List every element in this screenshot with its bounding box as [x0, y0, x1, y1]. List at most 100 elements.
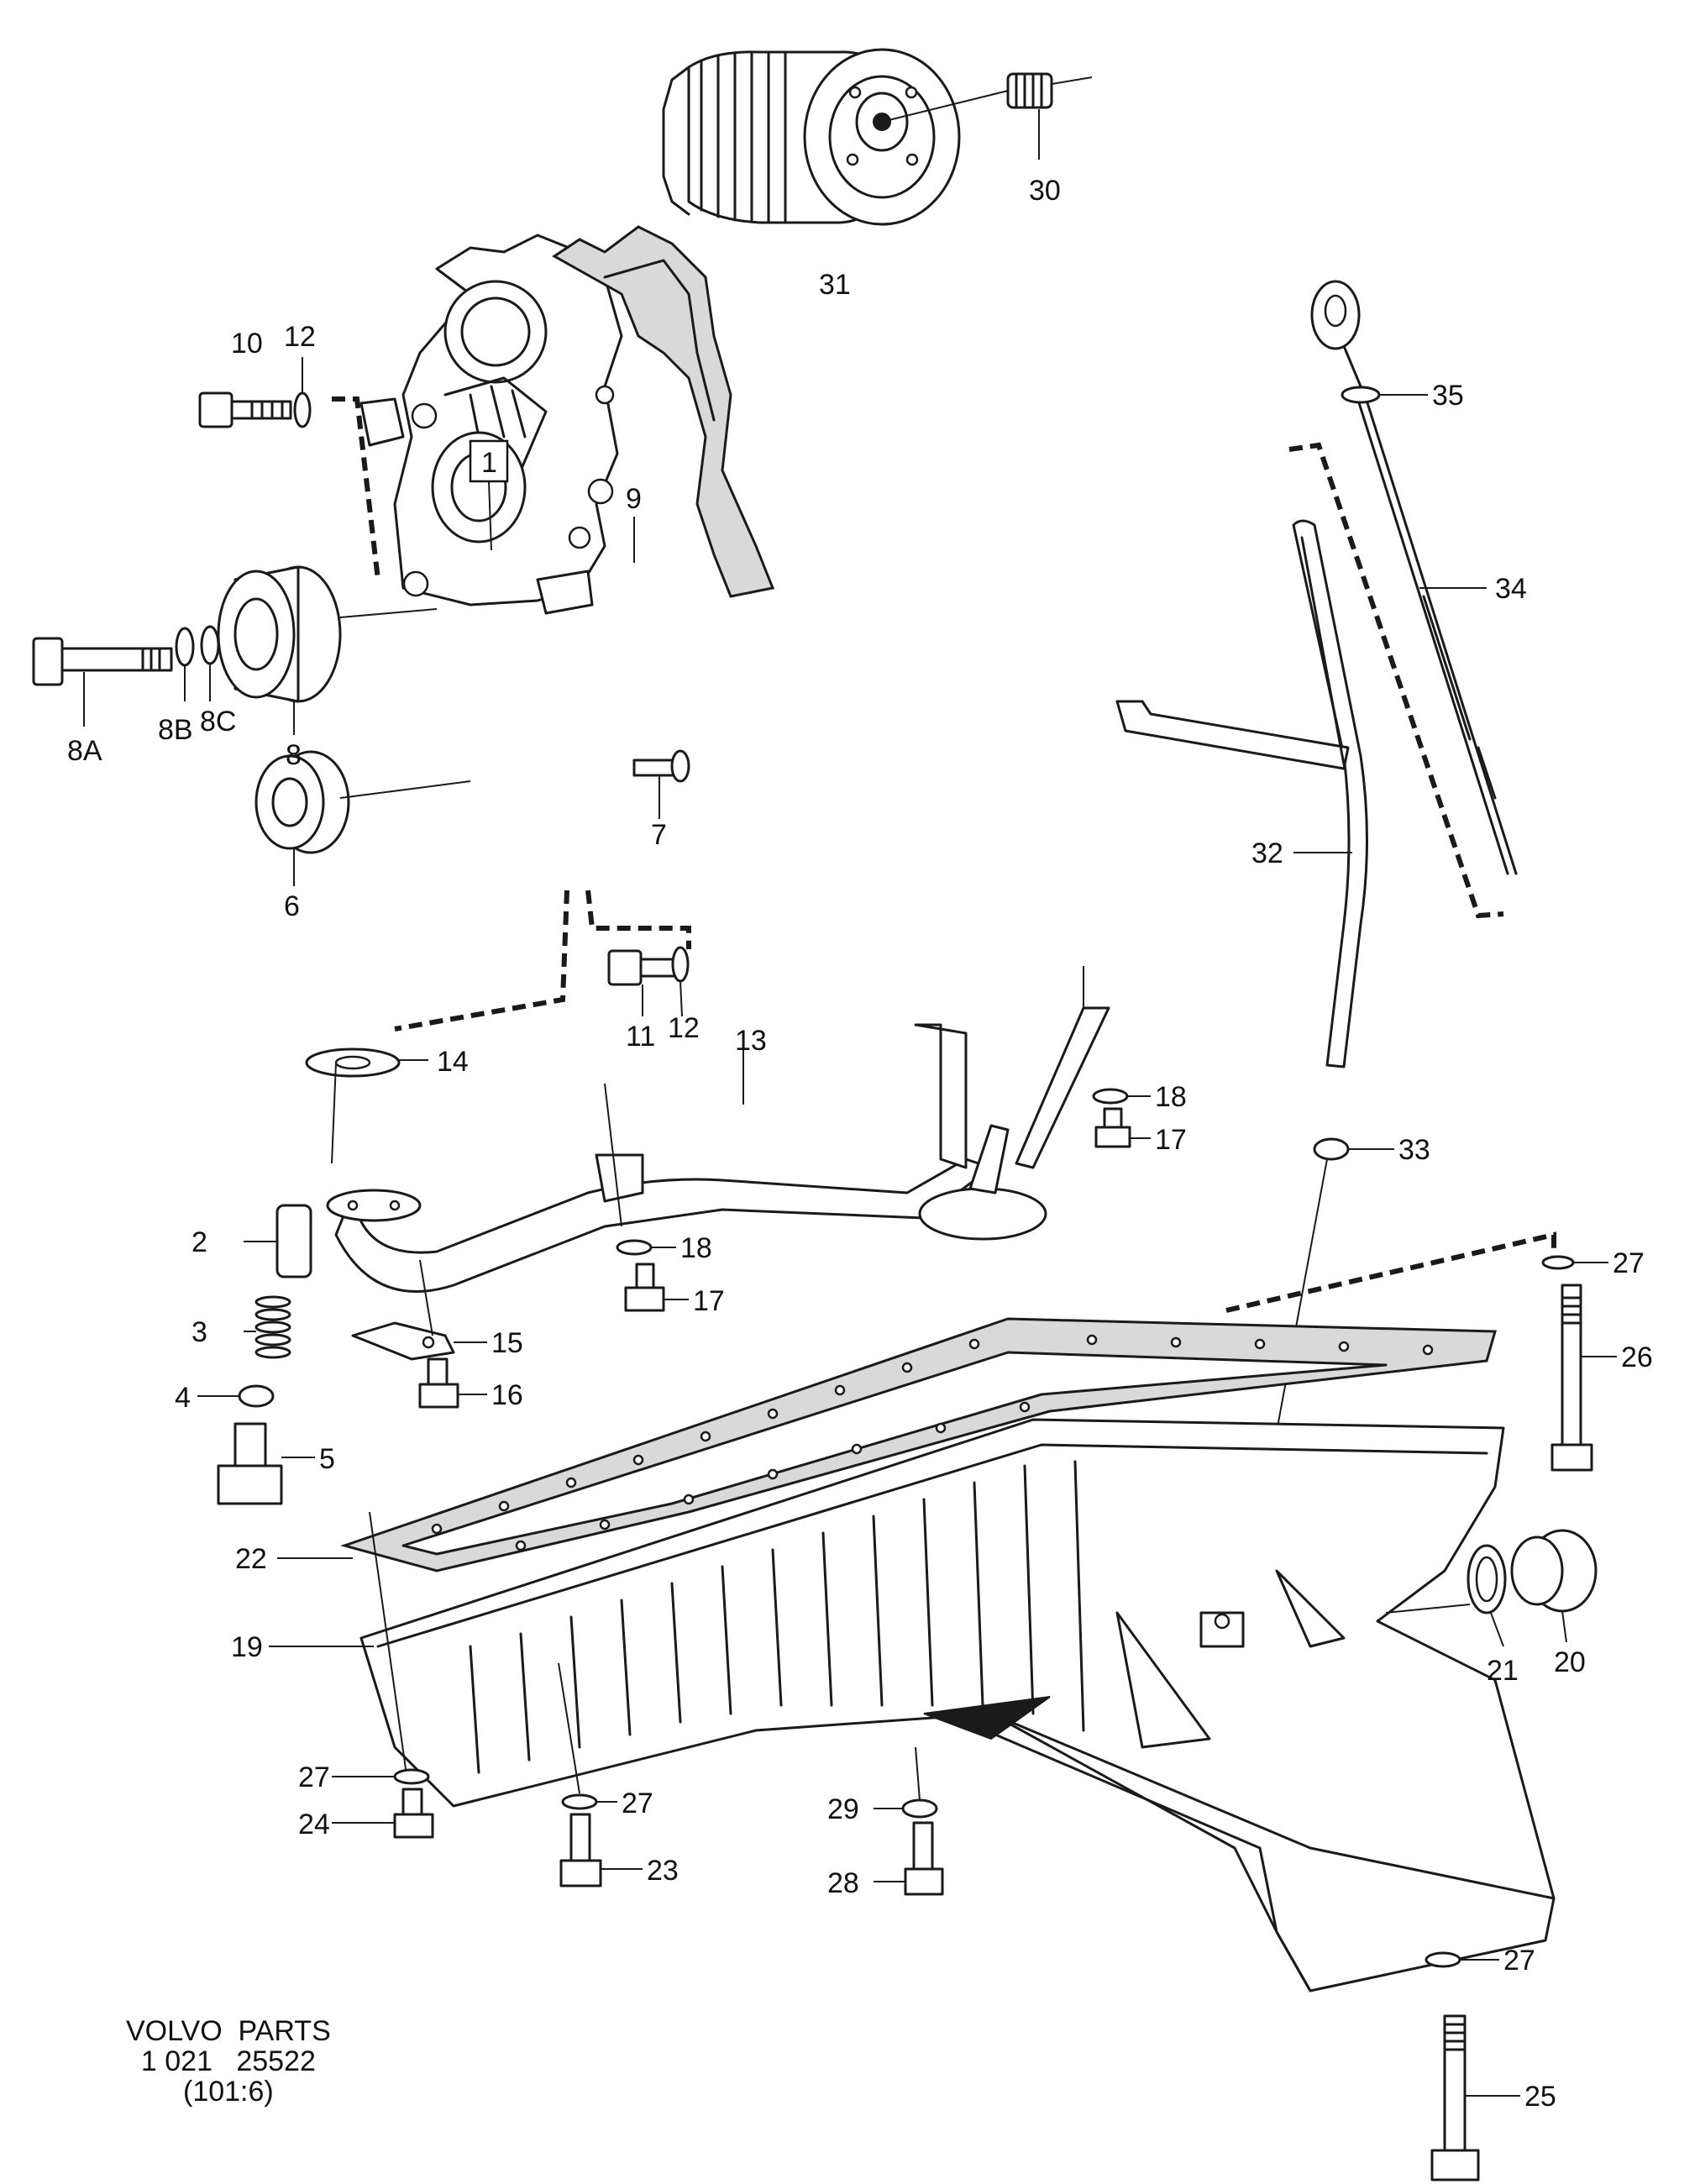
leader-bolt-23 — [558, 1662, 580, 1794]
callout-9: 9 — [626, 483, 642, 515]
bolt-part-28 — [874, 1821, 944, 1896]
callout-12-top: 12 — [284, 321, 316, 353]
oil-pan-gasket-part-22 — [277, 1317, 1497, 1572]
callout-18-left: 18 — [680, 1232, 712, 1264]
callout-28: 28 — [827, 1867, 859, 1899]
callout-8c: 8C — [200, 706, 236, 738]
callout-10: 10 — [231, 328, 263, 360]
footer-brand: VOLVO PARTS — [126, 2015, 331, 2047]
washer-part-18-right — [1092, 1088, 1151, 1105]
bolt-part-16 — [418, 1357, 487, 1409]
callout-27-bottom: 27 — [1503, 1945, 1535, 1977]
bolt-part-10 — [198, 391, 292, 428]
spring-part-3 — [244, 1295, 291, 1359]
callout-27-mid: 27 — [622, 1788, 653, 1819]
callout-8: 8 — [286, 739, 302, 771]
callout-33: 33 — [1398, 1134, 1430, 1166]
leader-flange-to-tube — [419, 1259, 433, 1336]
plug-part-5 — [217, 1422, 315, 1505]
callout-25: 25 — [1524, 2081, 1556, 2113]
callout-12-lower: 12 — [668, 1012, 700, 1044]
callout-17-left: 17 — [693, 1285, 725, 1317]
callout-2: 2 — [192, 1226, 207, 1258]
callout-29: 29 — [827, 1793, 859, 1825]
washer-part-27-left — [332, 1768, 430, 1785]
callout-35: 35 — [1432, 380, 1464, 412]
o-ring-part-35 — [1341, 386, 1428, 404]
oil-pan-part-19 — [269, 1418, 1556, 1992]
washer-part-27-top-right — [1541, 1255, 1608, 1270]
footer-section-code: (101:6) — [183, 2076, 274, 2108]
dashed-assembly-line-bolt-10 — [332, 396, 380, 580]
threaded-nipple-part-30 — [881, 72, 1093, 160]
dipstick-tube-part-32 — [1115, 519, 1368, 1068]
callout-16: 16 — [491, 1379, 523, 1411]
callout-1-leader — [488, 480, 492, 551]
washer-part-27-mid — [561, 1793, 617, 1810]
callout-labels: 30 31 1 10 12 9 8A 8B 8C 8 6 7 11 12 13 … — [67, 175, 1653, 2113]
washer-part-4 — [197, 1384, 275, 1408]
washer-part-8b — [175, 627, 195, 701]
parts-catalog-reference: VOLVO PARTS 1 021 25522 (101:6) — [126, 2016, 331, 2107]
oil-pan-ribs — [469, 1460, 1085, 1774]
callout-22: 22 — [235, 1543, 267, 1575]
callout-26: 26 — [1621, 1341, 1653, 1373]
callout-23: 23 — [647, 1855, 679, 1887]
callout-6: 6 — [284, 890, 300, 922]
callout-24: 24 — [298, 1809, 330, 1840]
bolt-part-25 — [1430, 2014, 1520, 2181]
callout-5: 5 — [319, 1443, 335, 1475]
dashed-assembly-line-pan-bolts — [1225, 1231, 1556, 1313]
drain-plug-part-20 — [1510, 1529, 1598, 1643]
bearing-part-8 — [217, 565, 438, 735]
callout-14: 14 — [437, 1046, 469, 1078]
callout-27-top-right: 27 — [1613, 1247, 1645, 1279]
dashed-assembly-line-bolt-11 — [585, 890, 691, 949]
callout-17-right: 17 — [1155, 1124, 1187, 1156]
gasket-part-14 — [305, 1047, 428, 1078]
washer-part-21 — [1385, 1544, 1507, 1647]
flange-part-15 — [351, 1321, 487, 1361]
callout-11: 11 — [626, 1021, 655, 1053]
leader-to-part-2 — [331, 1062, 337, 1164]
callout-18-right: 18 — [1155, 1081, 1187, 1113]
o-ring-part-33 — [1313, 1137, 1394, 1161]
bolt-part-23 — [559, 1813, 643, 1887]
callout-7: 7 — [651, 819, 667, 851]
callout-27-left: 27 — [298, 1761, 330, 1793]
washer-part-27-bottom — [1425, 1951, 1499, 1968]
oil-pickup-tube-part-13 — [326, 966, 1110, 1293]
screw-part-7 — [632, 749, 690, 819]
callout-20: 20 — [1554, 1646, 1586, 1678]
callout-21: 21 — [1487, 1655, 1519, 1687]
callout-34: 34 — [1495, 573, 1527, 605]
bolt-part-11 — [607, 949, 676, 1016]
dashed-assembly-line-pickup — [394, 890, 569, 1032]
leader-bolt-28 — [915, 1746, 921, 1801]
callout-32: 32 — [1251, 837, 1283, 869]
footer-part-number: 1 021 25522 — [140, 2045, 316, 2077]
valve-sleeve-part-2 — [244, 1204, 312, 1278]
callout-30: 30 — [1029, 175, 1061, 207]
gasket-bolt-holes — [431, 1334, 1434, 1551]
callout-13: 13 — [735, 1025, 767, 1057]
bolt-part-8a — [32, 637, 173, 727]
washer-part-8c — [200, 625, 220, 701]
dipstick-part-34 — [1310, 280, 1518, 875]
gasket-part-9 — [552, 225, 775, 598]
callout-8b: 8B — [158, 714, 193, 746]
callout-1-box — [469, 439, 509, 483]
callout-31: 31 — [819, 269, 851, 301]
washer-part-12-top — [293, 357, 312, 428]
bolt-part-17-right — [1094, 1107, 1151, 1148]
callout-3: 3 — [192, 1316, 207, 1348]
callout-8a: 8A — [67, 735, 102, 767]
washer-part-18-left — [616, 1239, 676, 1256]
washer-part-29 — [874, 1798, 938, 1819]
oil-seal-part-6 — [254, 750, 471, 886]
washer-part-12-lower — [671, 946, 690, 1017]
callout-19: 19 — [231, 1631, 263, 1663]
bolt-part-17-left — [624, 1263, 689, 1312]
